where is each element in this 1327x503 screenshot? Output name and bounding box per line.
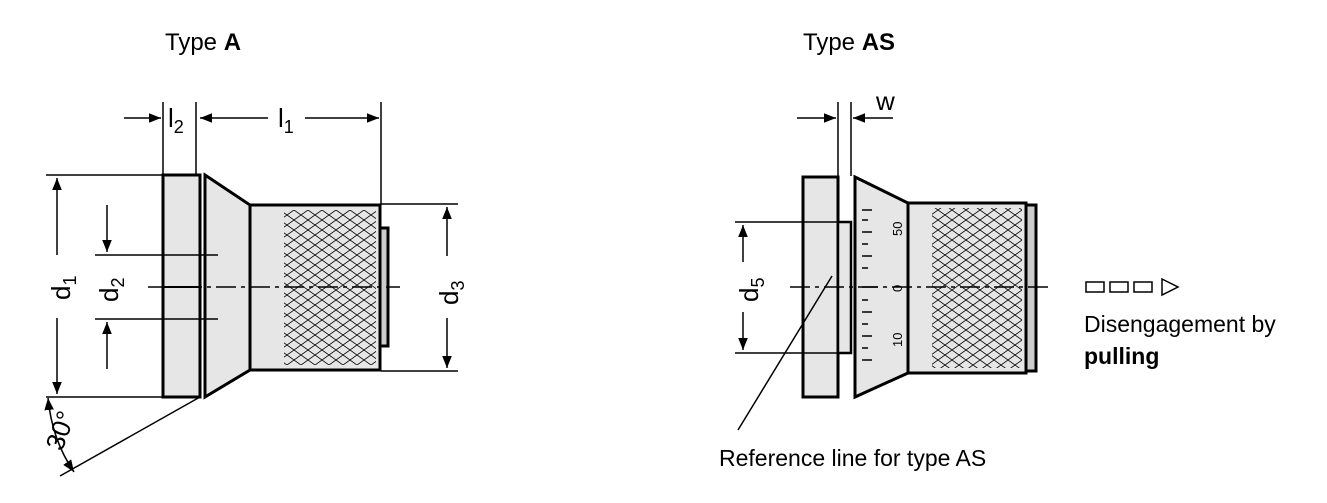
type-a-cone: [203, 172, 252, 400]
type-a-drawing: Type A l2 l1 d1 d2: [39, 29, 468, 477]
label-d2: d2: [94, 278, 128, 302]
reference-leader-line: [737, 275, 833, 431]
scale-number-50: 50: [890, 222, 905, 236]
type-as-drawing: Type AS w 50 0 10: [719, 29, 1050, 471]
label-d1: d1: [46, 276, 80, 300]
type-as-title: Type AS: [803, 29, 895, 56]
label-l1: l1: [278, 103, 294, 137]
label-d5: d5: [734, 278, 768, 302]
disengagement-label: Disengagement by: [1084, 311, 1276, 337]
type-as-knurl: [932, 208, 1022, 368]
label-w: w: [875, 86, 895, 116]
type-as-cap: [1024, 203, 1038, 373]
reference-line-note: Reference line for type AS: [719, 445, 986, 471]
pull-arrow-icon: [1085, 277, 1180, 297]
disengagement-method: pulling: [1084, 343, 1159, 369]
type-a-title: Type A: [165, 29, 241, 56]
label-d3: d3: [434, 281, 468, 305]
disengagement-indicator: Disengagement by pulling: [1084, 277, 1276, 369]
label-angle: 30°: [39, 407, 81, 454]
scale-number-0: 0: [890, 285, 905, 292]
label-l2: l2: [168, 103, 184, 137]
scale-number-10: 10: [890, 333, 905, 347]
